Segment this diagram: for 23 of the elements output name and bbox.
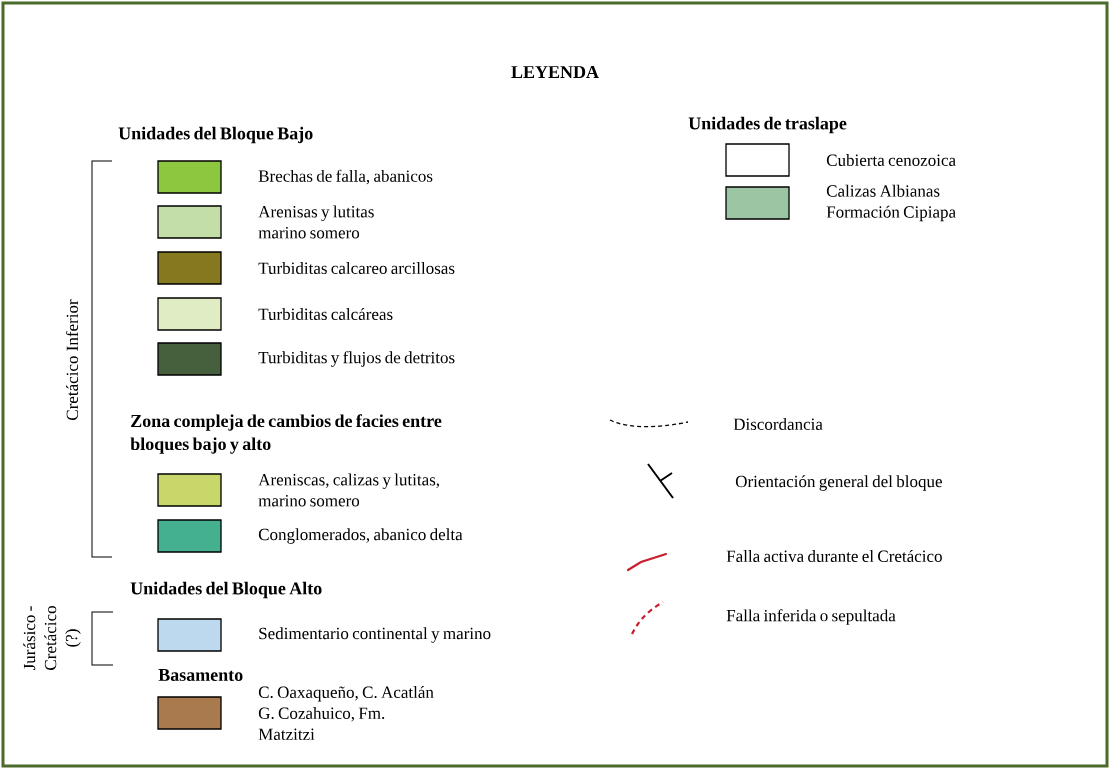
legend-text: Turbiditas y flujos de detritos [258, 351, 455, 367]
legend-text: Turbiditas calcareo arcillosas [258, 262, 455, 274]
bracket-label: Jurásico - Cretácico (?) [23, 606, 81, 670]
legend-text: Orientación general del bloque [735, 475, 942, 491]
legend-text: Discordancia [733, 418, 823, 430]
legend-text: Arenisas y lutitas marino somero [258, 205, 374, 239]
section-heading: Unidades del Bloque Bajo [118, 126, 313, 144]
legend-text: Falla inferida o sepultada [726, 609, 896, 625]
section-heading: Zona compleja de cambios de facies entre bloques bajo y alto [130, 414, 442, 454]
legend-text: Cubierta cenozoica [826, 154, 956, 166]
legend-text: C. Oaxaqueño, C. Acatlán G. Cozahuico, Fm. Matzitzi [258, 686, 434, 740]
legend-title: LEYENDA [511, 66, 599, 78]
section-heading: Basamento [158, 669, 243, 681]
legend-text: Falla activa durante el Cretácico [726, 550, 942, 562]
legend-text: Areniscas, calizas y lutitas, marino somero [258, 473, 439, 507]
legend-text: Sedimentario continental y marino [259, 627, 491, 643]
legend-text: Conglomerados, abanico delta [258, 528, 463, 544]
legend-text: Turbiditas calcáreas [258, 308, 393, 320]
legend-text: Brechas de falla, abanicos [258, 169, 433, 185]
section-heading: Unidades de traslape [688, 116, 847, 134]
section-heading: Unidades del Bloque Alto [130, 581, 322, 599]
bracket-label: Cretácico Inferior [65, 299, 79, 420]
legend-text: Calizas Albianas Formación Cipiapa [826, 184, 956, 222]
